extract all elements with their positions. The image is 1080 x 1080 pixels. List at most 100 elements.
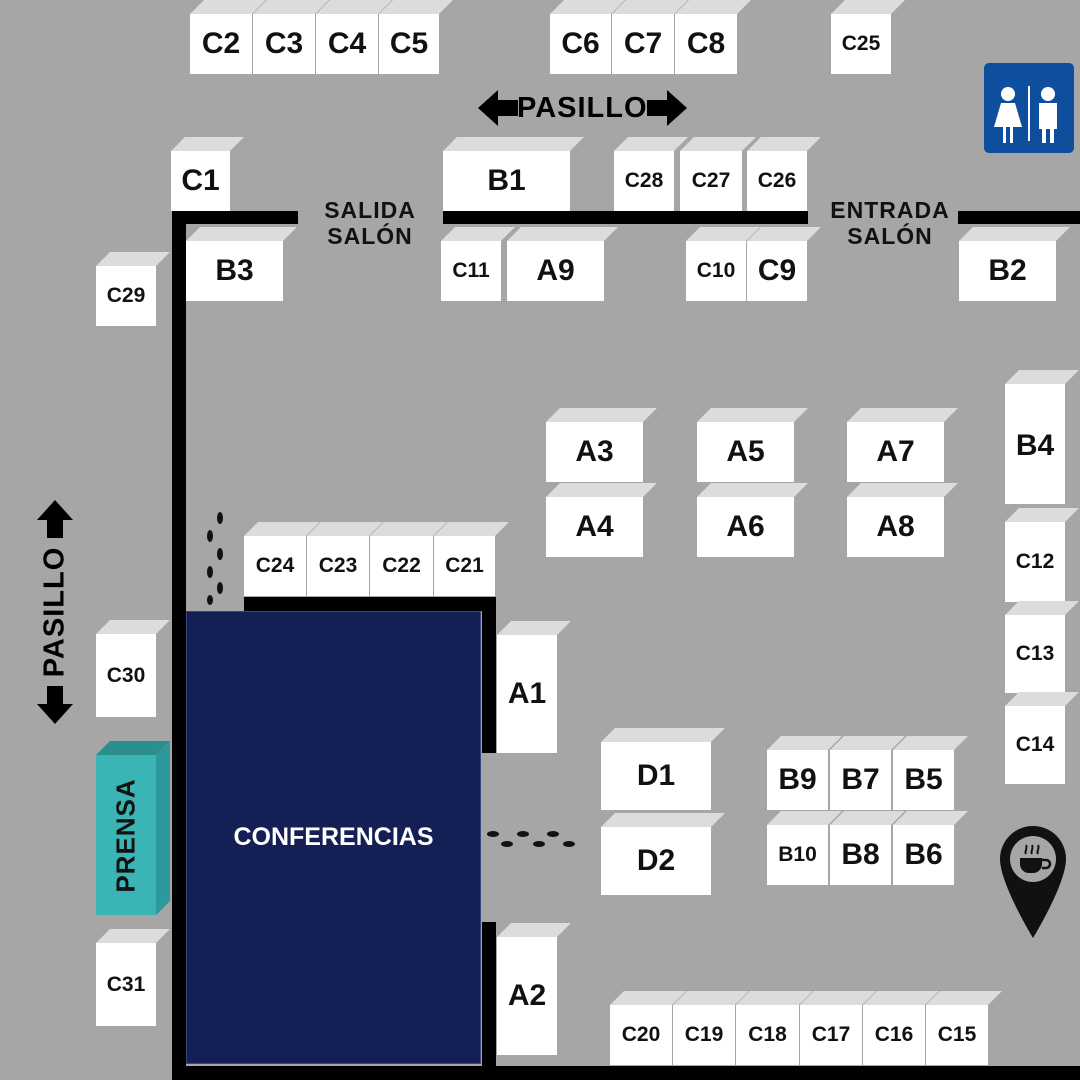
booth-c28[interactable]: C28: [614, 151, 674, 211]
booth-c11[interactable]: C11: [441, 241, 501, 301]
booth-c30[interactable]: C30: [96, 634, 156, 717]
booth-c22[interactable]: C22: [370, 536, 433, 596]
booth-c29[interactable]: C29: [96, 266, 156, 326]
wall-top-3: [958, 211, 1080, 224]
booth-label: C13: [1015, 642, 1055, 665]
booth-c27[interactable]: C27: [680, 151, 742, 211]
booth-b7[interactable]: B7: [830, 750, 891, 810]
entrance-label-line2: SALÓN: [847, 223, 933, 249]
booth-a9[interactable]: A9: [507, 241, 604, 301]
booth-c8[interactable]: C8: [675, 14, 737, 74]
booth-c16[interactable]: C16: [863, 1005, 925, 1065]
booth-label: B5: [904, 763, 943, 796]
coffee-location-icon: [1000, 826, 1066, 938]
wall-top-2: [443, 211, 808, 224]
booth-c3[interactable]: C3: [253, 14, 315, 74]
booth-label: D2: [636, 844, 676, 877]
wall-top-1: [172, 211, 298, 224]
booth-a4[interactable]: A4: [546, 497, 643, 557]
booth-c9[interactable]: C9: [747, 241, 807, 301]
booth-label: C20: [621, 1023, 661, 1046]
booth-b4[interactable]: B4: [1005, 384, 1065, 504]
restroom-sign: [984, 63, 1074, 153]
exit-label-line2: SALÓN: [327, 223, 413, 249]
booth-a2[interactable]: A2: [497, 937, 557, 1055]
booth-label: B3: [215, 254, 254, 287]
booth-label: C8: [686, 27, 726, 60]
booth-label: C16: [874, 1023, 914, 1046]
booth-label: C25: [841, 32, 881, 55]
booth-c23[interactable]: C23: [307, 536, 369, 596]
pasillo-left-sign: PASILLO: [36, 500, 74, 724]
booth-c7[interactable]: C7: [612, 14, 674, 74]
press-label: PRENSA: [110, 777, 141, 893]
booth-c21[interactable]: C21: [434, 536, 495, 596]
booth-a8[interactable]: A8: [847, 497, 944, 557]
booth-b3[interactable]: B3: [186, 241, 283, 301]
booth-label: C11: [452, 259, 490, 282]
arrow-up-icon: [37, 500, 73, 538]
booth-label: C18: [748, 1023, 787, 1046]
booth-label: A6: [726, 510, 765, 543]
booth-b9[interactable]: B9: [767, 750, 828, 810]
booth-d1[interactable]: D1: [601, 742, 711, 810]
booth-c15[interactable]: C15: [926, 1005, 988, 1065]
press-area[interactable]: PRENSA: [96, 755, 156, 915]
booth-label: A8: [876, 510, 915, 543]
booth-b10[interactable]: B10: [767, 825, 828, 885]
booth-label: C9: [757, 254, 797, 287]
conference-wall-top: [244, 597, 496, 611]
conference-label: CONFERENCIAS: [233, 823, 434, 851]
booth-a7[interactable]: A7: [847, 422, 944, 482]
booth-b6[interactable]: B6: [893, 825, 954, 885]
booth-c4[interactable]: C4: [316, 14, 378, 74]
booth-label: C19: [684, 1023, 724, 1046]
booth-label: C7: [623, 27, 663, 60]
booth-label: C12: [1015, 550, 1055, 573]
booth-a6[interactable]: A6: [697, 497, 794, 557]
booth-c1[interactable]: C1: [171, 151, 230, 211]
booth-label: C4: [327, 27, 367, 60]
booth-label: C23: [318, 554, 358, 577]
booth-c5[interactable]: C5: [379, 14, 439, 74]
booth-c13[interactable]: C13: [1005, 615, 1065, 693]
booth-label: C14: [1015, 733, 1055, 756]
booth-d2[interactable]: D2: [601, 827, 711, 895]
booth-b2[interactable]: B2: [959, 241, 1056, 301]
conference-wall-right-2: [482, 922, 496, 1066]
booth-c25[interactable]: C25: [831, 14, 891, 74]
booth-label: C22: [382, 554, 421, 577]
booth-c20[interactable]: C20: [610, 1005, 672, 1065]
booth-label: B6: [904, 838, 943, 871]
booth-c6[interactable]: C6: [550, 14, 611, 74]
booth-c19[interactable]: C19: [673, 1005, 735, 1065]
booth-label: C1: [181, 164, 220, 197]
restroom-icon: [994, 86, 1057, 143]
booth-label: A1: [507, 677, 547, 710]
booth-c24[interactable]: C24: [244, 536, 306, 596]
booth-c18[interactable]: C18: [736, 1005, 799, 1065]
booth-a3[interactable]: A3: [546, 422, 643, 482]
footprints-icon: [207, 512, 223, 605]
booth-b8[interactable]: B8: [830, 825, 891, 885]
booth-c2[interactable]: C2: [190, 14, 252, 74]
pasillo-top-label: PASILLO: [517, 91, 648, 124]
booth-c31[interactable]: C31: [96, 943, 156, 1026]
conference-area[interactable]: CONFERENCIAS: [186, 611, 481, 1064]
pasillo-top-sign: PASILLO: [478, 90, 704, 126]
booth-label: C2: [201, 27, 241, 60]
booth-label: B9: [778, 763, 817, 796]
booth-c10[interactable]: C10: [686, 241, 746, 301]
booth-a1[interactable]: A1: [497, 635, 557, 753]
booth-c17[interactable]: C17: [800, 1005, 862, 1065]
booth-label: B8: [841, 838, 880, 871]
booth-c14[interactable]: C14: [1005, 706, 1065, 784]
booth-a5[interactable]: A5: [697, 422, 794, 482]
booth-b1[interactable]: B1: [443, 151, 570, 211]
booth-label: B7: [841, 763, 880, 796]
booth-c12[interactable]: C12: [1005, 522, 1065, 602]
booth-c26[interactable]: C26: [747, 151, 807, 211]
booth-label: C10: [696, 259, 736, 282]
booth-b5[interactable]: B5: [893, 750, 954, 810]
